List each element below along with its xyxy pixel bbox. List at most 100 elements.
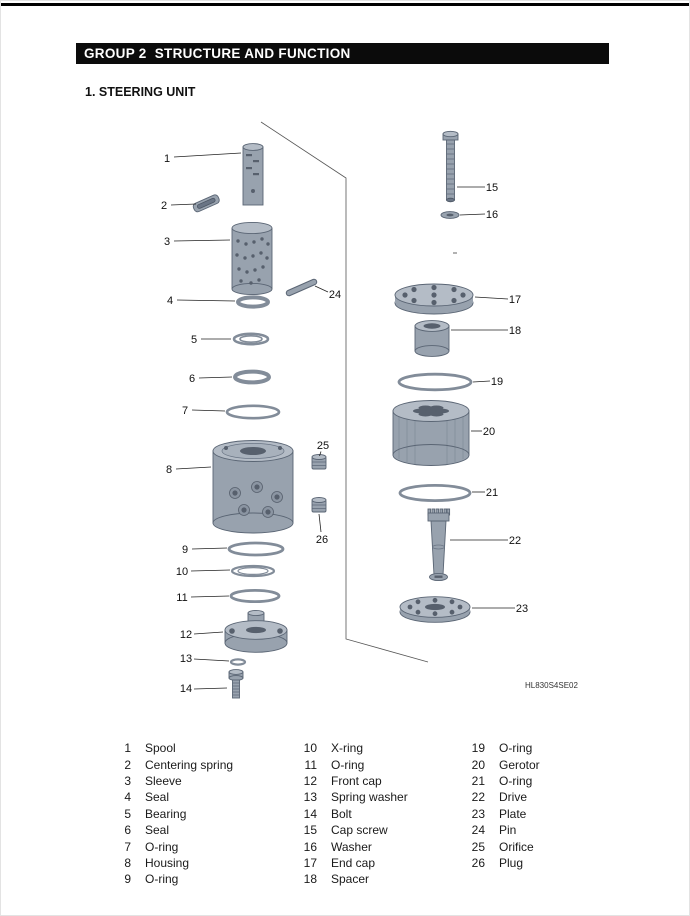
- part-1-spool: [242, 143, 264, 206]
- part-5-bearing: [232, 332, 270, 346]
- part-number: 21: [471, 773, 485, 788]
- part-17-end-cap: [394, 283, 474, 315]
- part-10-x-ring: [230, 564, 276, 578]
- part-name: Bolt: [331, 806, 352, 821]
- part-name: Spring washer: [331, 790, 408, 805]
- part-name: Plate: [499, 806, 527, 821]
- part-name: Drive: [499, 790, 528, 805]
- callout-24: 24: [329, 289, 341, 301]
- callout-26: 26: [316, 534, 328, 546]
- callout-11: 11: [176, 592, 187, 604]
- part-11-o-ring: [229, 589, 281, 604]
- section-header-title: GROUP 2 STRUCTURE AND FUNCTION: [84, 46, 351, 61]
- part-name: O-ring: [499, 773, 533, 788]
- parts-list-item: 16 Washer: [295, 838, 408, 854]
- part-6-seal: [233, 369, 271, 385]
- part-name: Pin: [499, 823, 517, 838]
- part-number: 2: [124, 757, 131, 772]
- part-13-spring-washer: [229, 658, 247, 666]
- diagram-boundary-line: [260, 121, 429, 663]
- part-number: 17: [303, 855, 317, 870]
- parts-list-item: 8 Housing: [109, 855, 233, 871]
- callout-14: 14: [180, 683, 192, 695]
- part-number: 24: [471, 823, 485, 838]
- part-number: 9: [124, 872, 131, 887]
- part-number: 4: [124, 790, 131, 805]
- part-3-sleeve: [231, 221, 273, 296]
- part-number: 3: [124, 773, 131, 788]
- part-20-gerotor: [392, 400, 470, 466]
- callout-20: 20: [483, 426, 495, 438]
- callout-17: 17: [509, 294, 521, 306]
- part-name: Housing: [145, 855, 190, 870]
- part-number: 5: [124, 806, 131, 821]
- part-26-plug: [311, 497, 327, 513]
- callout-7: 7: [182, 405, 188, 417]
- part-name: Cap screw: [331, 823, 388, 838]
- callout-16: 16: [486, 209, 498, 221]
- part-name: Washer: [331, 839, 372, 854]
- part-7-o-ring: [225, 404, 281, 420]
- callout-1: 1: [164, 153, 170, 165]
- part-name: Bearing: [145, 806, 187, 821]
- callout-15: 15: [486, 182, 498, 194]
- part-name: O-ring: [145, 839, 179, 854]
- part-12-front-cap: [224, 609, 288, 653]
- part-number: 10: [303, 741, 317, 756]
- callout-10: 10: [176, 566, 188, 578]
- part-8-housing: [212, 440, 294, 534]
- part-number: 8: [124, 855, 131, 870]
- callout-12: 12: [180, 629, 192, 641]
- parts-list-item: 5 Bearing: [109, 806, 233, 822]
- part-16-washer: [440, 211, 460, 219]
- part-9-o-ring: [227, 541, 285, 557]
- callout-8: 8: [166, 464, 172, 476]
- part-number: 16: [303, 839, 317, 854]
- part-number: 25: [471, 839, 485, 854]
- top-rule: [1, 3, 689, 6]
- part-name: Seal: [145, 823, 170, 838]
- parts-list-item: 22 Drive: [463, 789, 540, 805]
- callout-21: 21: [486, 487, 498, 499]
- part-14-bolt: [228, 669, 244, 699]
- part-number: 1: [124, 741, 131, 756]
- part-name: O-ring: [499, 741, 533, 756]
- part-19-o-ring: [397, 372, 473, 392]
- part-name: Seal: [145, 790, 170, 805]
- leader-lines: [170, 152, 515, 690]
- part-name: O-ring: [331, 757, 365, 772]
- callout-5: 5: [191, 334, 197, 346]
- part-name: Front cap: [331, 773, 382, 788]
- part-number: 6: [124, 823, 131, 838]
- diagram-code: HL830S4SE02: [525, 681, 578, 690]
- callout-19: 19: [491, 376, 503, 388]
- part-name: Centering spring: [145, 757, 234, 772]
- parts-list-item: 2 Centering spring: [109, 756, 233, 772]
- parts-list-item: 21 O-ring: [463, 773, 540, 789]
- parts-list-item: 1 Spool: [109, 740, 233, 756]
- part-number: 11: [304, 757, 317, 772]
- part-number: 22: [471, 790, 485, 805]
- callout-23: 23: [516, 603, 528, 615]
- part-number: 23: [471, 806, 485, 821]
- part-23-plate: [399, 596, 471, 623]
- callout-22: 22: [509, 535, 521, 547]
- part-22-drive: [427, 508, 451, 582]
- part-18-spacer: [414, 320, 450, 357]
- callout-6: 6: [189, 373, 195, 385]
- part-name: Spool: [145, 741, 176, 756]
- part-number: 20: [471, 757, 485, 772]
- part-name: Spacer: [331, 872, 370, 887]
